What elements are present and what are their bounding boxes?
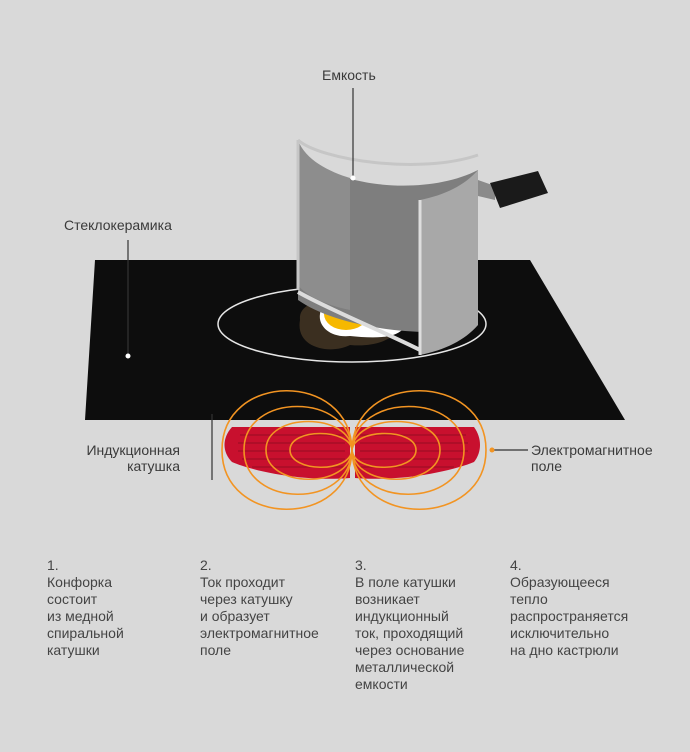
leader-dot: [350, 175, 356, 181]
step-text: Ток проходит через катушку и образует эл…: [200, 574, 319, 658]
step-1: 1. Конфорка состоит из медной спиральной…: [47, 557, 197, 659]
field-line: [265, 420, 353, 480]
step-number: 1.: [47, 557, 59, 573]
label-glass-ceramic: Стеклокерамика: [64, 217, 172, 233]
label-container: Емкость: [322, 67, 376, 83]
field-line: [243, 405, 353, 495]
step-number: 3.: [355, 557, 367, 573]
step-3: 3. В поле катушки возникает индукционный…: [355, 557, 505, 693]
step-4: 4. Образующееся тепло распространяется и…: [510, 557, 680, 659]
leader-dot: [489, 447, 495, 453]
coil-body-right: [355, 427, 480, 479]
step-2: 2. Ток проходит через катушку и образует…: [200, 557, 350, 659]
field-line: [351, 389, 487, 511]
step-number: 2.: [200, 557, 212, 573]
coil-body-left: [224, 427, 350, 479]
label-coil: Индукционная катушка: [86, 442, 180, 474]
step-text: Конфорка состоит из медной спиральной ка…: [47, 574, 124, 658]
electromagnetic-field: [221, 389, 487, 511]
leader-dot: [125, 353, 131, 359]
step-number: 4.: [510, 557, 522, 573]
label-field: Электромагнитное поле: [531, 442, 653, 474]
step-text: В поле катушки возникает индукционный то…: [355, 574, 465, 692]
step-text: Образующееся тепло распространяется искл…: [510, 574, 629, 658]
pot-interior-shade: [298, 140, 350, 310]
field-line: [351, 420, 441, 480]
pot-rim: [296, 138, 479, 166]
pot-outer-wall: [420, 170, 478, 355]
pot-handle-connector: [478, 180, 495, 200]
field-line: [221, 390, 353, 510]
pot-bottom-edge: [297, 290, 421, 352]
pot-handle: [490, 171, 548, 208]
field-line: [351, 432, 417, 468]
field-line: [289, 432, 353, 468]
field-line: [351, 405, 465, 496]
